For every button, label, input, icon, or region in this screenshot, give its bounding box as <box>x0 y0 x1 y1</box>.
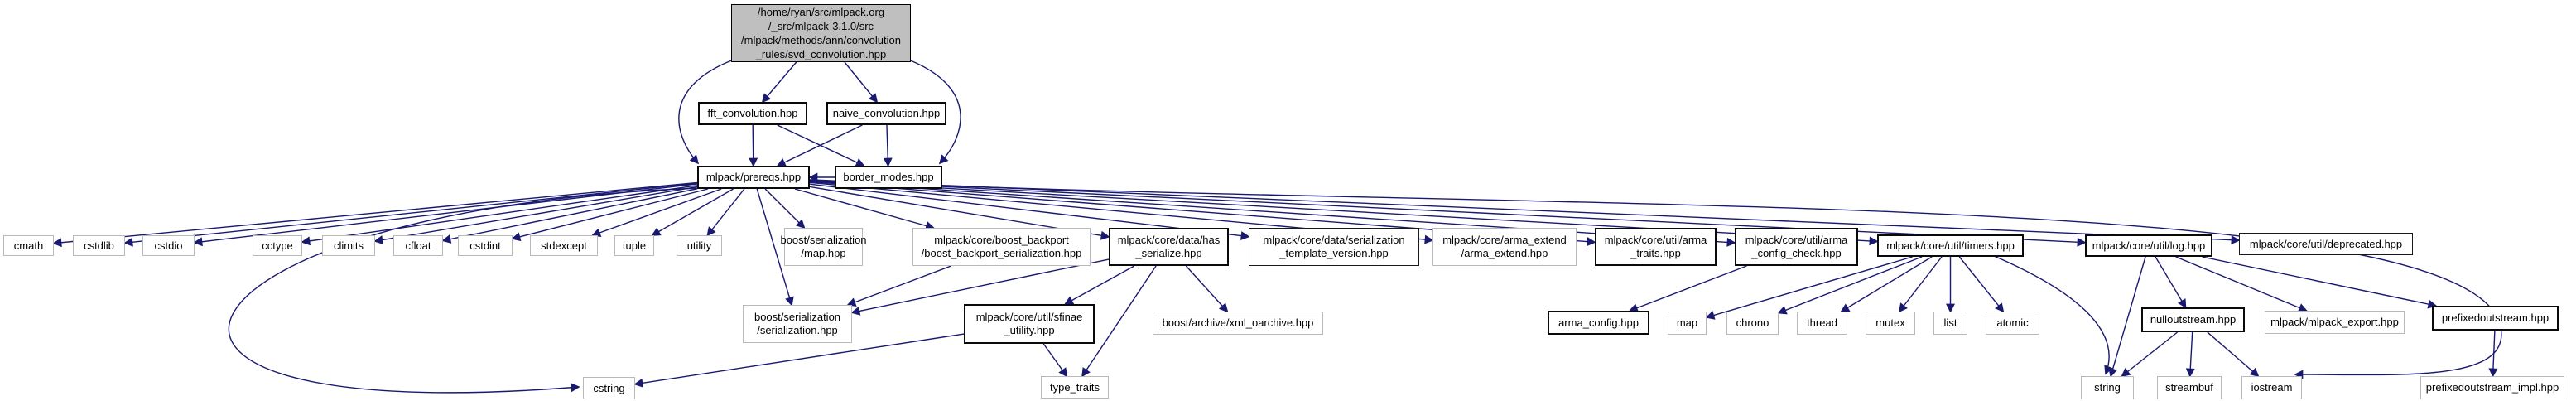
graph-node-thread: thread <box>1797 312 1847 335</box>
edge-nulloutstream-to-iostream <box>2207 331 2260 378</box>
edge-naive-to-prereqs <box>776 124 863 167</box>
graph-node-log[interactable]: mlpack/core/util/log.hpp <box>2085 234 2212 257</box>
graph-node-string: string <box>2081 376 2134 399</box>
graph-node-utility: utility <box>677 235 722 256</box>
edge-prereqs-to-cctype <box>301 185 698 246</box>
graph-node-fft[interactable]: fft_convolution.hpp <box>698 102 807 125</box>
edge-prereqs-to-log <box>809 179 2087 247</box>
edge-prereqs-to-boost_map <box>764 188 806 229</box>
graph-node-type-traits: type_traits <box>1041 376 1109 399</box>
graph-node-stdexcept: stdexcept <box>530 235 598 256</box>
graph-node-cstdio: cstdio <box>142 235 195 256</box>
graph-node-arma-config[interactable]: arma_config.hpp <box>1548 311 1649 335</box>
graph-node-ser-template-version[interactable]: mlpack/core/data/serialization _template… <box>1249 228 1419 266</box>
edge-log-to-string <box>2108 256 2146 378</box>
edge-has_serialize-to-type_traits <box>1081 265 1157 378</box>
graph-node-prefixedoutstream-impl: prefixedoutstream_impl.hpp <box>2420 376 2564 399</box>
edge-sfinae-to-cstring <box>633 333 965 388</box>
edge-prereqs-to-cstdint <box>511 188 709 242</box>
graph-node-arma-traits[interactable]: mlpack/core/util/arma _traits.hpp <box>1595 228 1717 266</box>
edge-prereqs-to-cstring <box>228 187 701 394</box>
edge-log-to-nulloutstream <box>2155 256 2187 309</box>
graph-node-chrono: chrono <box>1726 312 1779 335</box>
graph-node-cstdint: cstdint <box>458 235 513 256</box>
graph-node-cmath: cmath <box>3 235 54 256</box>
edge-prereqs-to-cstdlib <box>123 182 698 247</box>
edge-prefixedoutstream-to-prefixedoutstream_impl <box>2488 330 2498 378</box>
graph-node-sfinae[interactable]: mlpack/core/util/sfinae _utility.hpp <box>964 304 1095 344</box>
edge-prereqs-to-deprecated <box>809 179 2241 245</box>
graph-node-boost-backport: mlpack/core/boost_backport /boost_backpo… <box>912 228 1091 266</box>
edge-has_serialize-to-sfinae <box>1064 265 1135 305</box>
graph-node-cstring: cstring <box>583 377 635 399</box>
graph-node-atomic: atomic <box>1986 312 2039 335</box>
graph-node-streambuf: streambuf <box>2157 376 2222 399</box>
edge-fft-to-prereqs <box>749 124 758 167</box>
graph-node-arma-extend: mlpack/core/arma_extend /arma_extend.hpp <box>1432 228 1577 266</box>
graph-node-naive[interactable]: naive_convolution.hpp <box>826 102 946 125</box>
edge-prereqs-to-boost_serialization <box>756 188 794 307</box>
edge-prereqs-to-tuple <box>651 188 734 236</box>
graph-node-list: list <box>1933 312 1967 335</box>
edge-prereqs-to-cmath <box>52 181 698 248</box>
edge-layer <box>52 59 2502 394</box>
edge-root-to-prereqs <box>678 59 734 165</box>
edge-timers-to-string <box>1993 255 2113 375</box>
graph-node-deprecated[interactable]: mlpack/core/util/deprecated.hpp <box>2239 233 2413 255</box>
graph-node-iostream: iostream <box>2241 376 2302 399</box>
edge-root-to-border_modes <box>908 59 961 165</box>
edge-arma_config_check-to-arma_config <box>1628 265 1747 312</box>
edge-naive-to-border_modes <box>883 124 893 167</box>
edge-timers-to-chrono <box>1777 256 1923 315</box>
graph-node-root: /home/ryan/src/mlpack.org /_src/mlpack-3… <box>731 4 911 62</box>
edge-boost_backport-to-boost_serialization <box>846 265 951 307</box>
edge-log-to-prefixedoutstream <box>2202 256 2438 309</box>
graph-node-cstdlib: cstdlib <box>73 235 125 256</box>
edge-prereqs-to-iostream <box>809 180 2502 379</box>
edge-timers-to-atomic <box>1958 256 2005 313</box>
graph-node-has-serialize[interactable]: mlpack/core/data/has _serialize.hpp <box>1109 228 1229 266</box>
edge-prereqs-to-arma_config_check <box>809 180 1736 247</box>
graph-node-map: map <box>1668 312 1707 335</box>
graph-node-border-modes[interactable]: border_modes.hpp <box>835 166 942 189</box>
edge-prereqs-to-cfloat <box>441 188 698 244</box>
graph-node-mlpack-export: mlpack/mlpack_export.hpp <box>2265 311 2405 334</box>
edge-prereqs-to-boost_backport <box>794 188 936 230</box>
graph-node-cctype: cctype <box>253 235 302 256</box>
edge-root-to-fft <box>761 61 797 104</box>
edge-timers-to-thread <box>1840 256 1933 312</box>
graph-node-nulloutstream[interactable]: nulloutstream.hpp <box>2141 307 2245 332</box>
edge-sfinae-to-type_traits <box>1042 343 1068 378</box>
edge-log-to-mlpack_export <box>2175 256 2309 312</box>
edge-nulloutstream-to-streambuf <box>2185 331 2195 378</box>
edge-has_serialize-to-xml_oarchive <box>1185 265 1229 313</box>
edge-timers-to-mutex <box>1898 256 1943 313</box>
graph-node-climits: climits <box>322 235 375 256</box>
graph-node-xml-oarchive: boost/archive/xml_oarchive.hpp <box>1153 312 1323 335</box>
graph-node-prereqs[interactable]: mlpack/prereqs.hpp <box>697 166 810 189</box>
graph-node-prefixedoutstream[interactable]: prefixedoutstream.hpp <box>2432 306 2559 331</box>
graph-node-mutex: mutex <box>1866 312 1915 335</box>
edge-nulloutstream-to-string <box>2121 331 2179 378</box>
graph-node-arma-config-check[interactable]: mlpack/core/util/arma _config_check.hpp <box>1735 228 1858 266</box>
edge-prereqs-to-climits <box>373 186 698 244</box>
edge-root-to-naive <box>844 61 879 104</box>
graph-node-timers[interactable]: mlpack/core/util/timers.hpp <box>1877 234 2024 257</box>
graph-node-boost-map: boost/serialization /map.hpp <box>780 228 867 266</box>
graph-node-cfloat: cfloat <box>393 235 443 256</box>
graph-node-boost-serialization: boost/serialization /serialization.hpp <box>743 305 852 343</box>
graph-node-tuple: tuple <box>614 235 654 256</box>
edge-prereqs-to-stdexcept <box>591 188 722 238</box>
edge-timers-to-map <box>1705 256 1913 320</box>
edge-prereqs-to-utility <box>706 188 745 237</box>
edge-has_serialize-to-boost_serialization <box>850 258 1110 316</box>
